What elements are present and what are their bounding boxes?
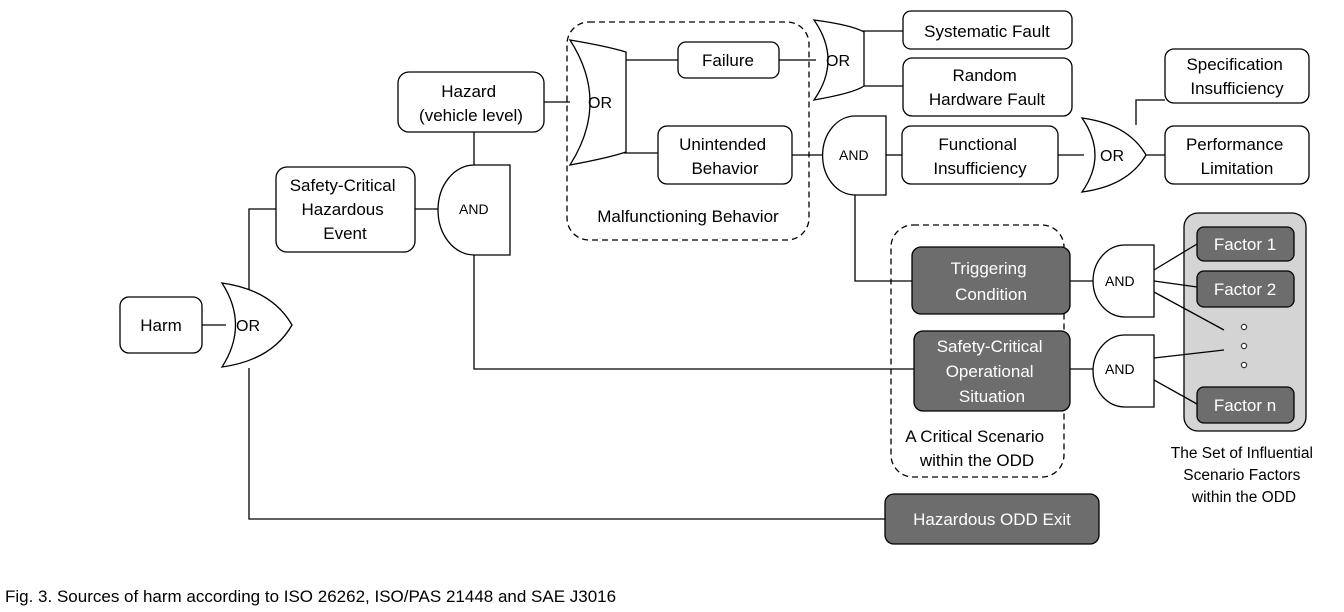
node-factor-1: Factor 1 bbox=[1196, 226, 1295, 262]
svg-text:OR: OR bbox=[826, 53, 850, 70]
sche-line-1: Safety-Critical bbox=[290, 176, 396, 195]
performance-line-1: Performance bbox=[1186, 135, 1283, 154]
functional-line-1: Functional bbox=[938, 135, 1016, 154]
svg-text:Random Hardware Fault: Random Hardware Fault bbox=[929, 66, 1045, 109]
malfunctioning-behavior-group bbox=[566, 21, 810, 241]
svg-text:Hazard (vehicle level): Hazard (vehicle level) bbox=[419, 82, 523, 125]
failure-label: Failure bbox=[702, 51, 754, 70]
factor-set-label: The Set of Influential Scenario Factors … bbox=[1171, 445, 1317, 506]
and-gate-triggering: AND bbox=[1092, 244, 1155, 318]
scos-line-1: Safety-Critical bbox=[937, 337, 1043, 356]
svg-text:Safety-Critical Operatio: Safety-Critical Operational Situation bbox=[937, 337, 1048, 406]
unintended-line-2: Behavior bbox=[691, 159, 758, 178]
systematic-label: Systematic Fault bbox=[924, 22, 1050, 41]
functional-line-2: Insufficiency bbox=[933, 159, 1027, 178]
malfunctioning-label: Malfunctioning Behavior bbox=[597, 207, 779, 226]
sche-line-2: Hazardous bbox=[302, 200, 384, 219]
scos-line-2: Operational bbox=[946, 362, 1034, 381]
and-gate-scos: AND bbox=[1092, 334, 1155, 408]
node-factor-n: Factor n bbox=[1196, 386, 1295, 424]
sche-line-3: Event bbox=[323, 224, 367, 243]
specification-line-1: Specification bbox=[1186, 55, 1282, 74]
svg-text:Specification Insufficie: Specification Insufficiency bbox=[1186, 55, 1287, 98]
and-gate-unintended: AND bbox=[821, 115, 887, 196]
node-functional-insufficiency: Functional Insufficiency bbox=[901, 125, 1059, 185]
node-performance-limitation: Performance Limitation bbox=[1164, 125, 1310, 185]
or-gate-hazard: OR bbox=[568, 39, 627, 166]
figure-caption: Fig. 3. Sources of harm according to ISO… bbox=[5, 587, 616, 606]
or-gate-functional: OR bbox=[1080, 117, 1147, 193]
svg-text:Safety-Critical Hazardou: Safety-Critical Hazardous Event bbox=[290, 176, 401, 243]
svg-text:Unintended Behavior: Unintended Behavior bbox=[679, 135, 771, 178]
node-specification-insufficiency: Specification Insufficiency bbox=[1164, 48, 1310, 104]
harm-label: Harm bbox=[140, 316, 182, 335]
critical-scenario-label: A Critical Scenario within the ODD bbox=[905, 427, 1049, 470]
or-gate-failure: OR bbox=[812, 19, 865, 101]
factor-ellipsis bbox=[1240, 323, 1248, 369]
node-random-hardware-fault: Random Hardware Fault bbox=[902, 57, 1073, 117]
specification-line-2: Insufficiency bbox=[1190, 79, 1284, 98]
svg-text:AND: AND bbox=[839, 147, 869, 163]
node-safety-critical-operational-situation: Safety-Critical Operational Situation bbox=[913, 330, 1071, 412]
svg-text:AND: AND bbox=[459, 201, 489, 217]
node-failure: Failure bbox=[677, 41, 780, 79]
triggering-line-1: Triggering bbox=[951, 259, 1027, 278]
odd-exit-label: Hazardous ODD Exit bbox=[913, 510, 1071, 529]
svg-text:AND: AND bbox=[1105, 361, 1135, 377]
factor-1-label: Factor 1 bbox=[1214, 235, 1276, 254]
and-gate-sche: AND bbox=[437, 164, 511, 256]
node-factor-2: Factor 2 bbox=[1196, 270, 1295, 308]
factor-n-label: Factor n bbox=[1214, 396, 1276, 415]
or-gate-harm: OR bbox=[220, 282, 293, 368]
factor-set-group bbox=[1183, 212, 1307, 432]
factor-2-label: Factor 2 bbox=[1214, 280, 1276, 299]
svg-text:OR: OR bbox=[1100, 148, 1124, 165]
random-line-2: Hardware Fault bbox=[929, 90, 1045, 109]
random-line-1: Random bbox=[953, 66, 1017, 85]
scos-line-3: Situation bbox=[959, 387, 1025, 406]
connectors bbox=[202, 30, 1225, 520]
node-unintended-behavior: Unintended Behavior bbox=[657, 125, 793, 185]
unintended-line-1: Unintended bbox=[679, 135, 766, 154]
svg-text:Triggering Condition: Triggering Condition bbox=[951, 259, 1032, 304]
critical-scenario-group bbox=[890, 224, 1065, 478]
node-safety-critical-hazardous-event: Safety-Critical Hazardous Event bbox=[275, 166, 416, 253]
svg-text:OR: OR bbox=[588, 95, 612, 112]
node-harm: Harm bbox=[119, 296, 203, 354]
node-systematic-fault: Systematic Fault bbox=[902, 10, 1073, 50]
svg-text:OR: OR bbox=[236, 318, 260, 335]
svg-text:Functional Insufficiency: Functional Insufficiency bbox=[933, 135, 1027, 178]
hazard-line-2: (vehicle level) bbox=[419, 106, 523, 125]
triggering-line-2: Condition bbox=[955, 285, 1027, 304]
svg-text:AND: AND bbox=[1105, 273, 1135, 289]
svg-text:Performance Limitation: Performance Limitation bbox=[1186, 135, 1288, 178]
node-hazardous-odd-exit: Hazardous ODD Exit bbox=[884, 493, 1100, 545]
node-hazard: Hazard (vehicle level) bbox=[397, 71, 545, 133]
hazard-line-1: Hazard bbox=[441, 82, 496, 101]
performance-line-2: Limitation bbox=[1201, 159, 1274, 178]
node-triggering-condition: Triggering Condition bbox=[911, 246, 1071, 315]
